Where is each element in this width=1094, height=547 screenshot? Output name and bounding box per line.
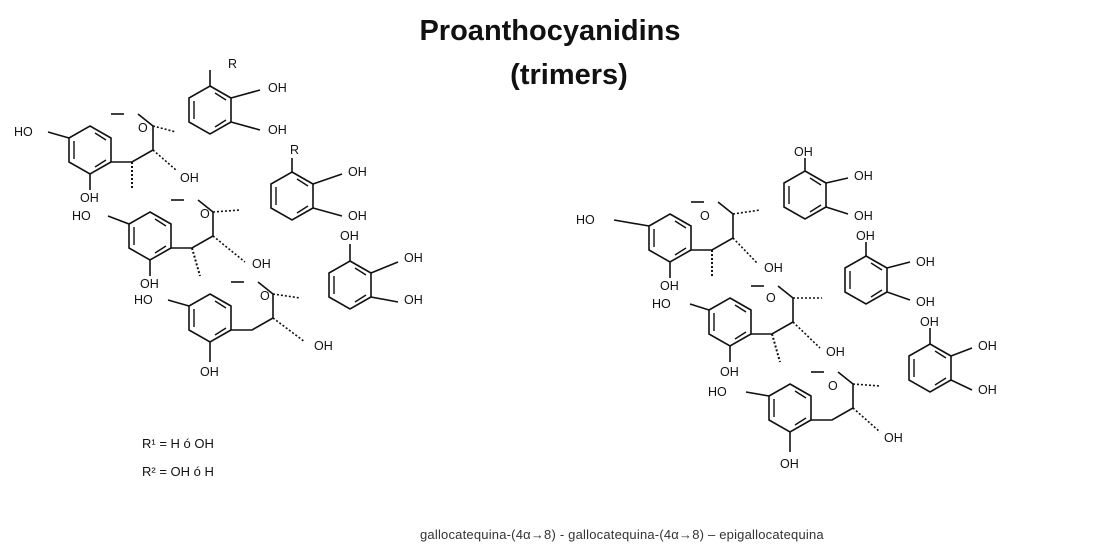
left-unit-2 — [107, 158, 343, 277]
label-r: R — [290, 143, 299, 157]
label-ho: HO — [134, 293, 153, 307]
label-oh: OH — [920, 315, 939, 329]
right-unit-3 — [745, 328, 973, 452]
right-unit-2 — [689, 242, 911, 363]
legend-r2: R² = OH ó H — [142, 464, 214, 479]
label-ho: HO — [652, 297, 671, 311]
label-oh: OH — [660, 279, 679, 293]
label-oh: OH — [854, 209, 873, 223]
label-o: O — [138, 121, 148, 135]
label-oh: OH — [884, 431, 903, 445]
left-unit-3 — [167, 244, 399, 362]
label-o: O — [200, 207, 210, 221]
right-atom-labels: HO O OH OH OH OH OH HO O OH OH OH OH OH … — [576, 145, 997, 471]
label-oh: OH — [268, 81, 287, 95]
label-ho: HO — [72, 209, 91, 223]
label-oh: OH — [252, 257, 271, 271]
label-o: O — [260, 289, 270, 303]
label-oh: OH — [140, 277, 159, 291]
label-oh: OH — [268, 123, 287, 137]
label-oh: OH — [854, 169, 873, 183]
diagram-title: Proanthocyanidins (trimers) — [360, 10, 740, 97]
title-main: Proanthocyanidins — [419, 15, 681, 47]
label-oh: OH — [856, 229, 875, 243]
label-oh: OH — [916, 255, 935, 269]
label-oh: OH — [916, 295, 935, 309]
label-oh: OH — [80, 191, 99, 205]
compound-caption: gallocatequina-(4α→8) - gallocatequina-(… — [420, 527, 824, 542]
label-oh: OH — [404, 293, 423, 307]
label-ho: HO — [576, 213, 595, 227]
label-oh: OH — [978, 339, 997, 353]
label-oh: OH — [978, 383, 997, 397]
left-trimer-structure: R OH OH HO O OH OH R OH OH HO O OH OH OH… — [14, 57, 423, 379]
label-oh: OH — [794, 145, 813, 159]
label-oh: OH — [180, 171, 199, 185]
label-ho: HO — [708, 385, 727, 399]
substituent-legend: R¹ = H ó OH R² = OH ó H — [142, 430, 214, 486]
label-oh: OH — [340, 229, 359, 243]
label-o: O — [766, 291, 776, 305]
label-oh: OH — [314, 339, 333, 353]
title-sub: (trimers) — [510, 58, 628, 91]
right-unit-1 — [613, 158, 849, 278]
label-o: O — [700, 209, 710, 223]
label-oh: OH — [348, 165, 367, 179]
label-oh: OH — [348, 209, 367, 223]
label-oh: OH — [720, 365, 739, 379]
label-oh: OH — [200, 365, 219, 379]
label-oh: OH — [764, 261, 783, 275]
legend-r1: R¹ = H ó OH — [142, 436, 214, 451]
label-ho: HO — [14, 125, 33, 139]
left-atom-labels: R OH OH HO O OH OH R OH OH HO O OH OH OH… — [14, 57, 423, 379]
label-oh: OH — [780, 457, 799, 471]
right-trimer-structure: HO O OH OH OH OH OH HO O OH OH OH OH OH … — [576, 145, 997, 471]
label-r: R — [228, 57, 237, 71]
label-oh: OH — [404, 251, 423, 265]
left-unit-1 — [47, 70, 261, 190]
label-o: O — [828, 379, 838, 393]
label-oh: OH — [826, 345, 845, 359]
